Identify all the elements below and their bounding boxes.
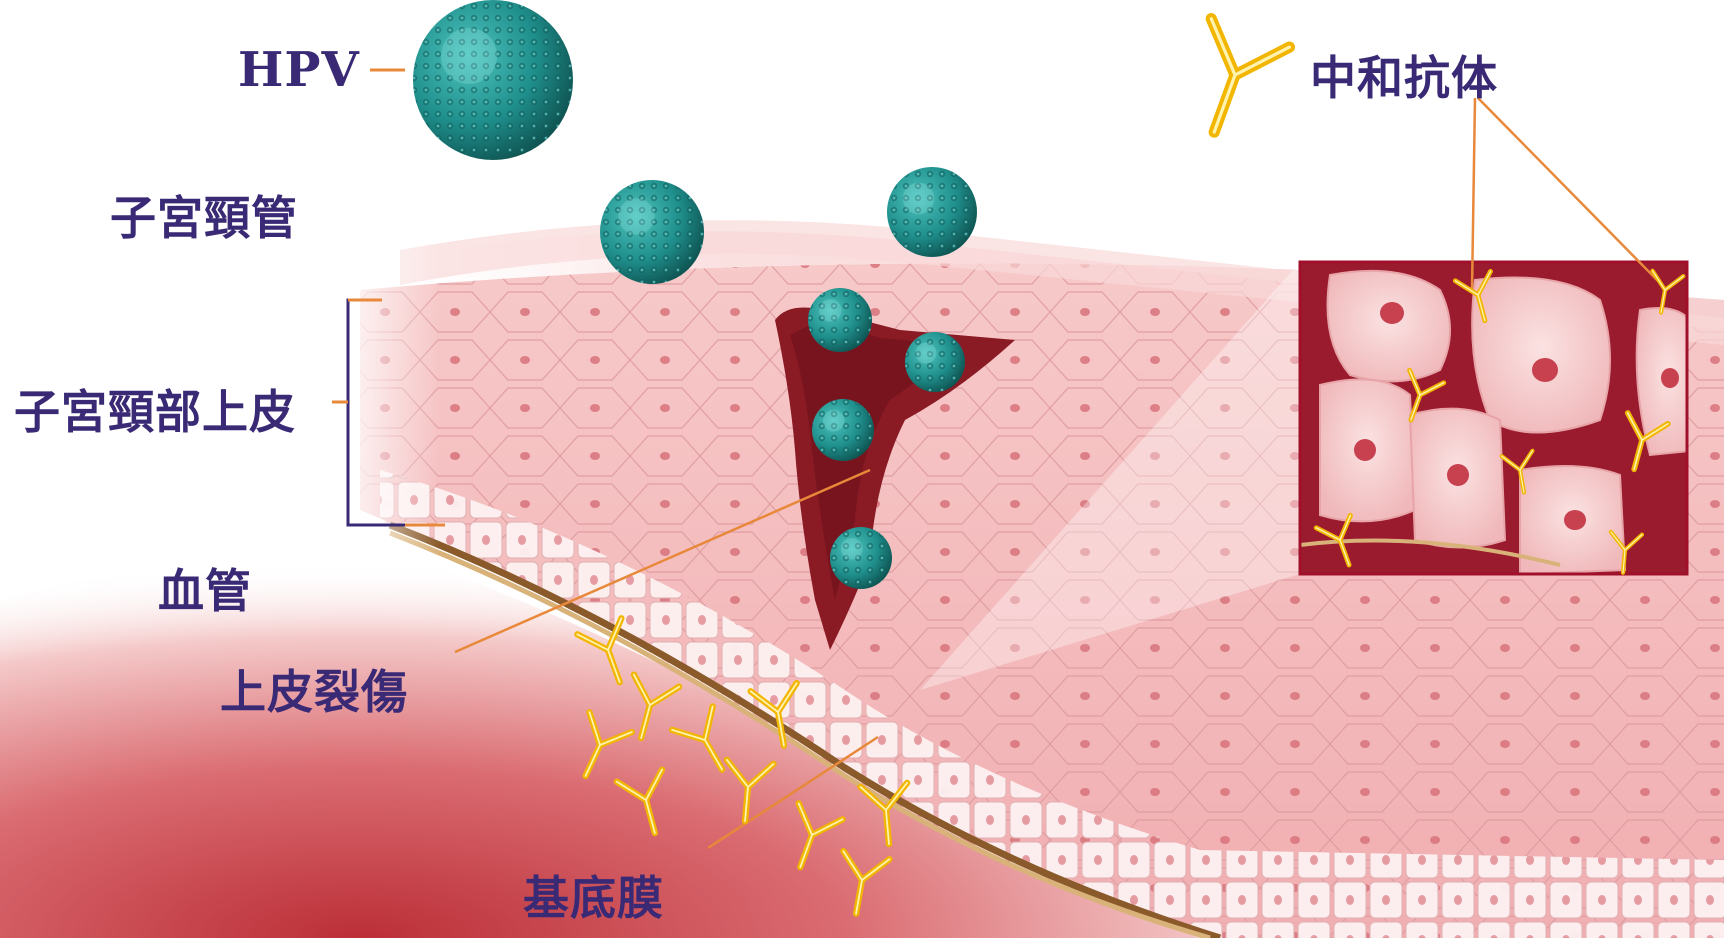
- cervical-canal-label: 子宮頸管: [110, 182, 298, 248]
- blood-vessel-label: 血管: [158, 555, 252, 621]
- cervical-epithelium-label: 子宮頸部上皮: [14, 376, 296, 442]
- basement-membrane-label: 基底膜: [523, 862, 664, 928]
- epithelial-tear-label: 上皮裂傷: [220, 656, 408, 722]
- hpv-virus: [812, 399, 874, 461]
- hpv-label: HPV: [238, 42, 360, 98]
- hpv-virus: [830, 527, 892, 589]
- hpv-virus: [887, 167, 977, 257]
- antibody-inset: [1300, 262, 1700, 574]
- hpv-virus: [600, 180, 704, 284]
- neutralizing-antibody-label: 中和抗体: [1310, 42, 1498, 108]
- antibody: [1175, 19, 1289, 147]
- antibody-leader-2: [1478, 98, 1660, 283]
- hpv-virus: [905, 332, 965, 392]
- hpv-virus: [413, 0, 573, 160]
- hpv-virus: [808, 288, 872, 352]
